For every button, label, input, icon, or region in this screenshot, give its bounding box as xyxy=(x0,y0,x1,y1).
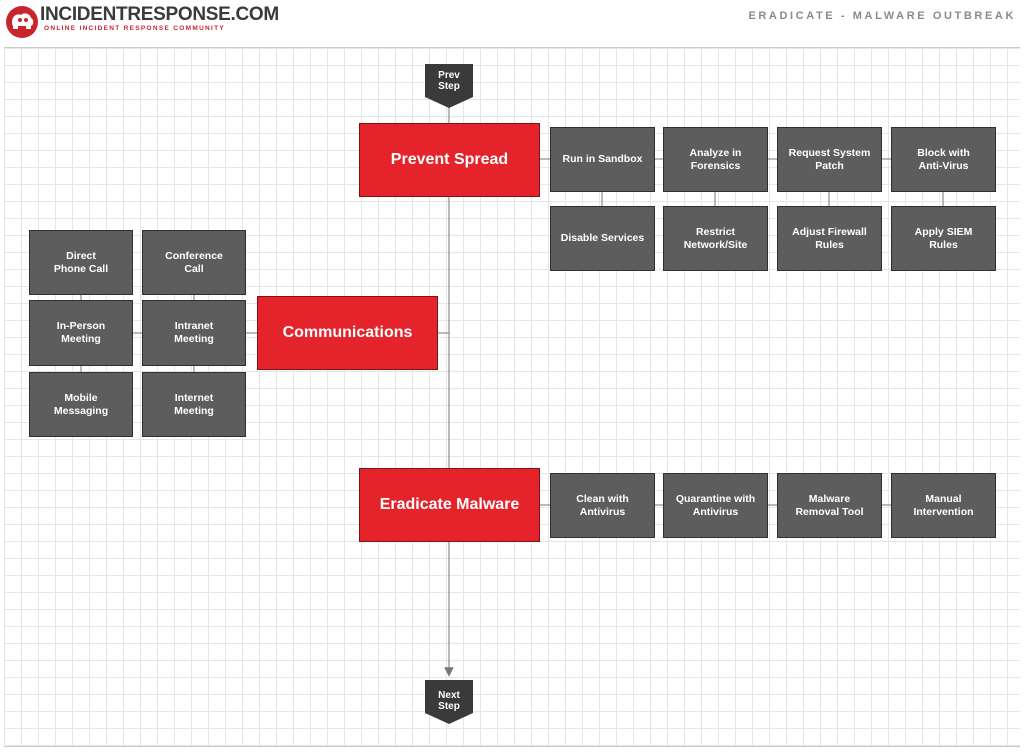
logo-tagline: ONLINE INCIDENT RESPONSE COMMUNITY xyxy=(44,25,226,32)
prevent-spread-node: Prevent Spread xyxy=(359,123,540,197)
prev-step-marker xyxy=(425,64,473,108)
action-disable-services: Disable Services xyxy=(550,206,655,271)
communications-node: Communications xyxy=(257,296,438,370)
action-adjust-firewall-rules: Adjust Firewall Rules xyxy=(777,206,882,271)
action-manual-intervention: Manual Intervention xyxy=(891,473,996,538)
action-quarantine-with-antivirus: Quarantine with Antivirus xyxy=(663,473,768,538)
action-run-in-sandbox: Run in Sandbox xyxy=(550,127,655,192)
channel-intranet-meeting: Intranet Meeting xyxy=(142,300,246,366)
page-title: ERADICATE - MALWARE OUTBREAK xyxy=(748,10,1016,22)
logo-text: INCIDENTRESPONSE.COM xyxy=(40,4,279,25)
action-request-system-patch: Request System Patch xyxy=(777,127,882,192)
next-step-marker xyxy=(425,680,473,724)
action-analyze-in-forensics: Analyze in Forensics xyxy=(663,127,768,192)
action-clean-with-antivirus: Clean with Antivirus xyxy=(550,473,655,538)
next-step-label: Next Step xyxy=(438,690,460,712)
action-apply-siem-rules: Apply SIEM Rules xyxy=(891,206,996,271)
logo-icon xyxy=(6,6,38,38)
channel-mobile-messaging: Mobile Messaging xyxy=(29,372,133,437)
action-block-with-anti-virus: Block with Anti-Virus xyxy=(891,127,996,192)
prev-step-label: Prev Step xyxy=(438,70,460,92)
page-header: INCIDENTRESPONSE.COM ONLINE INCIDENT RES… xyxy=(0,0,1024,44)
action-restrict-network-site: Restrict Network/Site xyxy=(663,206,768,271)
channel-internet-meeting: Internet Meeting xyxy=(142,372,246,437)
channel-direct-phone-call: Direct Phone Call xyxy=(29,230,133,295)
action-malware-removal-tool: Malware Removal Tool xyxy=(777,473,882,538)
eradicate-malware-node: Eradicate Malware xyxy=(359,468,540,542)
channel-conference-call: Conference Call xyxy=(142,230,246,295)
channel-in-person-meeting: In-Person Meeting xyxy=(29,300,133,366)
